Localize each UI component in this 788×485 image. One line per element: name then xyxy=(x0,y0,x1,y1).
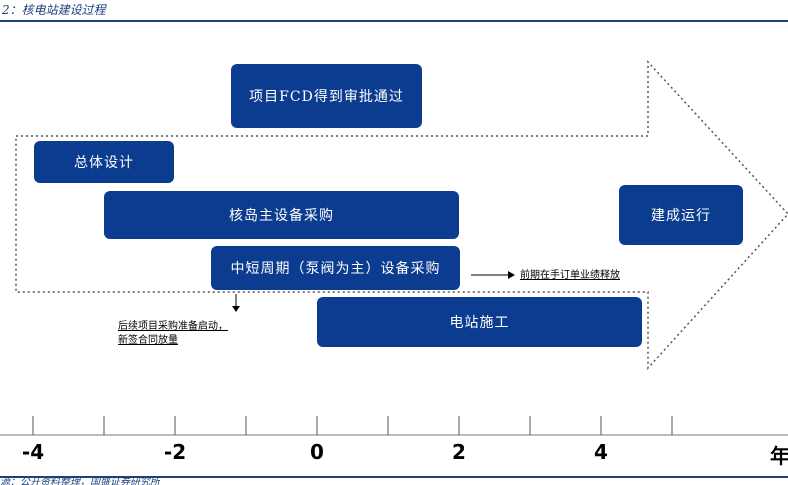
box-short-cycle-procurement: 中短周期（泵阀为主）设备采购 xyxy=(211,246,460,290)
note-new-procurement-line2: 新签合同放量 xyxy=(118,335,178,346)
axis-tick-label: -2 xyxy=(163,440,187,464)
bottom-rule xyxy=(0,476,788,478)
axis-ticks xyxy=(32,416,673,435)
axis-tick-label: 0 xyxy=(310,440,324,464)
right-arrow-head xyxy=(508,271,515,279)
note-backlog-release: 前期在手订单业绩释放 xyxy=(520,270,620,281)
axis-tick-label: -4 xyxy=(21,440,45,464)
axis-tick-label: 4 xyxy=(594,440,608,464)
box-operation: 建成运行 xyxy=(619,185,743,245)
box-construction: 电站施工 xyxy=(317,297,642,347)
source-note: 源：公开资料整理，国盛证券研究所 xyxy=(0,478,160,485)
axis-tick-label: 2 xyxy=(452,440,466,464)
timeline-arrow xyxy=(15,60,788,370)
dotted-arrow-outline xyxy=(15,60,788,370)
figure-caption: 2：核电站建设过程 xyxy=(2,3,106,17)
box-overall-design: 总体设计 xyxy=(34,141,174,183)
box-nuclear-island-procurement: 核岛主设备采购 xyxy=(104,191,459,239)
axis-unit-label: 年 xyxy=(770,444,788,468)
note-new-procurement-line1: 后续项目采购准备启动， xyxy=(118,321,228,332)
down-arrow-head xyxy=(232,306,240,312)
note-new-procurement: 后续项目采购准备启动， 新签合同放量 xyxy=(118,320,228,348)
box-fcd-approval: 项目FCD得到审批通过 xyxy=(231,64,422,128)
top-rule xyxy=(0,20,788,22)
